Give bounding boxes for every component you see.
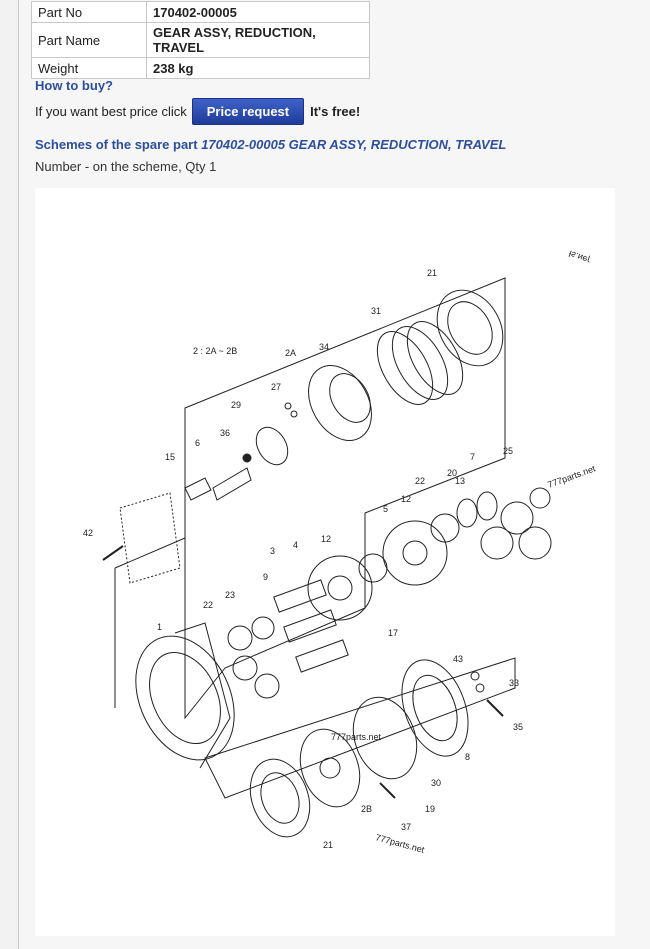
spec-label: Part Name (31, 22, 147, 58)
shaft-9a (273, 579, 327, 613)
corner-text: ɿɘᴎ.ƨƚ (568, 249, 592, 266)
callout-27: 27 (271, 382, 281, 392)
callout-20: 20 (447, 468, 457, 478)
callout-23: 23 (225, 590, 235, 600)
callout-3: 3 (270, 546, 275, 556)
part-spec-table: Part No 170402-00005 Part Name GEAR ASSY… (31, 1, 370, 79)
spec-row-weight: Weight 238 kg (31, 57, 370, 79)
ring-20 (476, 491, 498, 521)
callout-43: 43 (453, 654, 463, 664)
callout-19: 19 (425, 804, 435, 814)
callout-7: 7 (470, 452, 475, 462)
callout-25: 25 (503, 446, 513, 456)
callout-21-top: 21 (427, 268, 437, 278)
callout-33: 33 (509, 678, 519, 688)
callout-13: 13 (455, 476, 465, 486)
callout-15: 15 (165, 452, 175, 462)
spec-row-part-name: Part Name GEAR ASSY, REDUCTION, TRAVEL (31, 22, 370, 58)
free-note: It's free! (310, 103, 361, 119)
bolt-19 (379, 782, 396, 799)
bolt-33 (475, 683, 485, 693)
buy-row: If you want best price click Price reque… (35, 97, 361, 125)
frame-left-top (114, 537, 186, 569)
scheme-note: Number - on the scheme, Qty 1 (35, 159, 217, 174)
bearing-21-bottom (249, 758, 311, 838)
ring-13 (456, 498, 478, 528)
callout-12b: 12 (401, 494, 411, 504)
schemes-part: 170402-00005 GEAR ASSY, REDUCTION, TRAVE… (201, 137, 507, 152)
spec-value: GEAR ASSY, REDUCTION, TRAVEL (146, 22, 370, 58)
group-frame-lower (204, 657, 516, 799)
bearing-12a (358, 553, 388, 583)
ball-36 (242, 453, 252, 463)
callout-9: 9 (263, 572, 268, 582)
bolt-35 (486, 699, 504, 717)
hub-2A (308, 365, 372, 441)
watermark-3: 777parts.net (374, 832, 425, 855)
callout-4: 4 (293, 540, 298, 550)
group-note: 2 : 2A ~ 2B (193, 346, 237, 356)
watermark-1: 777parts.net (546, 463, 597, 490)
price-request-button[interactable]: Price request (191, 97, 305, 125)
spec-row-part-no: Part No 170402-00005 (31, 1, 370, 23)
pin-42 (102, 545, 124, 561)
callout-35: 35 (513, 722, 523, 732)
gear-5 (382, 520, 448, 586)
spec-label: Part No (31, 1, 147, 23)
callout-2A: 2A (285, 348, 296, 358)
callout-17: 17 (388, 628, 398, 638)
callout-42: 42 (83, 528, 93, 538)
callout-1: 1 (157, 622, 162, 632)
callout-12: 12 (321, 534, 331, 544)
callout-22b: 22 (415, 476, 425, 486)
callout-36: 36 (220, 428, 230, 438)
shaft-6 (212, 467, 252, 501)
ring-27a (284, 402, 292, 410)
callout-30: 30 (431, 778, 441, 788)
how-to-buy-heading: How to buy? (35, 78, 113, 93)
buy-prompt: If you want best price click (35, 103, 187, 119)
seal-31 (376, 331, 434, 405)
page-content: Part No 170402-00005 Part Name GEAR ASSY… (18, 0, 650, 949)
diagram-svg: 2 : 2A ~ 2B 21 31 34 2A 27 29 36 6 15 42… (83, 249, 597, 855)
motor-block (119, 492, 181, 584)
schemes-prefix: Schemes of the spare part (35, 137, 198, 152)
bearing-21-top (436, 289, 504, 367)
spec-label: Weight (31, 57, 147, 79)
spec-value: 238 kg (146, 57, 370, 79)
cylinder-15 (184, 477, 212, 501)
callout-31: 31 (371, 306, 381, 316)
group-frame-upper (184, 277, 506, 720)
ring-25 (529, 487, 551, 509)
callout-6: 6 (195, 438, 200, 448)
flange-8 (401, 659, 469, 757)
gear-4 (307, 555, 373, 621)
cover-2B (299, 728, 361, 808)
schemes-heading: Schemes of the spare part 170402-00005 G… (35, 137, 506, 152)
callout-labels: 2 : 2A ~ 2B 21 31 34 2A 27 29 36 6 15 42… (83, 249, 597, 855)
roller-22 (227, 625, 253, 651)
gear-7a (500, 501, 534, 535)
bearing-12b (430, 513, 460, 543)
callout-22: 22 (203, 600, 213, 610)
washer-23 (251, 616, 275, 640)
callout-29: 29 (231, 400, 241, 410)
callout-21-bottom: 21 (323, 840, 333, 850)
oring-29 (255, 426, 289, 466)
exploded-parts-diagram: 2 : 2A ~ 2B 21 31 34 2A 27 29 36 6 15 42… (35, 188, 615, 936)
callout-5: 5 (383, 504, 388, 514)
watermark-2: 777parts.net (331, 732, 382, 742)
bolt-43 (470, 671, 480, 681)
callout-34: 34 (319, 342, 329, 352)
oring-30 (352, 696, 418, 780)
callout-2B: 2B (361, 804, 372, 814)
spec-value: 170402-00005 (146, 1, 370, 23)
callout-37: 37 (401, 822, 411, 832)
callout-8: 8 (465, 752, 470, 762)
housing-1 (135, 635, 235, 761)
